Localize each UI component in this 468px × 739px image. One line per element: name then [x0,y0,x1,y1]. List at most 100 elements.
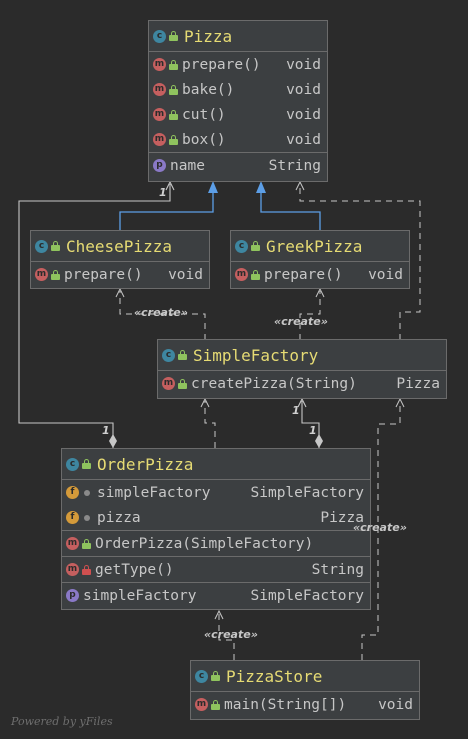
lock-icon [251,241,260,251]
method-name: main(String[]) [224,696,347,713]
lock-icon [169,31,178,41]
class-header: c PizzaStore [191,661,419,692]
inheritance-arrowhead-cheese [208,181,218,193]
class-header: c SimpleFactory [158,340,446,371]
method-name: prepare() [64,266,143,283]
method-type: void [168,266,203,283]
method-name: prepare() [264,266,343,283]
lock-icon [51,269,60,280]
lock-icon [178,378,187,389]
method-name: cut() [182,106,226,123]
dependency-factory-to-cheese [119,291,206,340]
dependency-factory-to-pizza [299,184,421,340]
class-icon: c [153,29,166,43]
method-name: box() [182,131,226,148]
method-row: m box() void [149,127,327,152]
methods-section: m prepare() void [231,262,409,287]
diamond-order-factory [315,434,323,448]
class-header: c CheesePizza [31,231,209,262]
class-header: c GreekPizza [231,231,409,262]
create-label: «create» [274,315,328,328]
method-name: bake() [182,81,235,98]
field-type: Pizza [320,509,364,526]
method-icon: m [66,537,79,550]
method-type: void [378,696,413,713]
class-cheese-pizza[interactable]: c CheesePizza m prepare() void [30,230,210,289]
multiplicity-label: 1 [309,424,317,437]
method-type: void [368,266,403,283]
property-icon: p [153,159,166,172]
association-order-to-pizza [18,184,171,448]
class-icon: c [235,239,248,253]
class-pizza-store[interactable]: c PizzaStore m main(String[]) void [190,660,420,720]
method-icon: m [153,83,166,96]
class-pizza[interactable]: c Pizza m prepare() void m bake() void m cut(… [148,20,328,182]
lock-icon [82,538,91,549]
field-name: simpleFactory [97,484,211,501]
dot-icon [84,514,90,521]
watermark: Powered by yFiles [11,715,113,728]
constructors-section: m OrderPizza(SimpleFactory) [62,531,370,557]
lock-icon [211,699,220,710]
property-name: simpleFactory [83,587,197,604]
inheritance-arrowhead-greek [256,181,266,193]
method-row: m main(String[]) void [191,692,419,717]
lock-icon [169,84,178,95]
class-header: c OrderPizza [62,449,370,480]
property-name: name [170,157,205,174]
method-icon: m [153,58,166,71]
method-type: String [311,561,364,578]
constructor-name: OrderPizza(SimpleFactory) [95,535,314,552]
inheritance-cheese-to-pizza [119,184,214,232]
dependency-order-to-factory [204,401,216,448]
inheritance-greek-to-pizza [260,184,321,232]
lock-icon [169,59,178,70]
dependency-factory-to-greek [299,291,321,340]
field-name: pizza [97,509,141,526]
dot-icon [84,489,90,496]
property-type: SimpleFactory [250,587,365,604]
lock-icon [82,459,91,469]
multiplicity-label: 1 [159,186,167,199]
method-type: void [286,81,321,98]
method-name: prepare() [182,56,261,73]
method-icon: m [153,108,166,121]
class-greek-pizza[interactable]: c GreekPizza m prepare() void [230,230,410,289]
field-icon: f [66,486,79,499]
method-icon: m [35,268,48,281]
class-name: GreekPizza [266,236,363,256]
create-label: «create» [134,306,188,319]
method-icon: m [195,698,208,711]
class-name: OrderPizza [97,454,194,474]
class-name: Pizza [184,26,233,46]
field-icon: f [66,511,79,524]
class-name: SimpleFactory [193,345,319,365]
method-row: m prepare() void [31,262,209,287]
method-icon: m [235,268,248,281]
method-type: void [286,131,321,148]
lock-icon [82,564,91,575]
method-name: getType() [95,561,174,578]
method-icon: m [162,377,175,390]
multiplicity-label: 1 [292,404,300,417]
constructor-row: m OrderPizza(SimpleFactory) [62,531,370,556]
property-type: String [268,157,321,174]
diamond-order-pizza [109,434,117,448]
method-icon: m [153,133,166,146]
multiplicity-label: 1 [102,424,110,437]
